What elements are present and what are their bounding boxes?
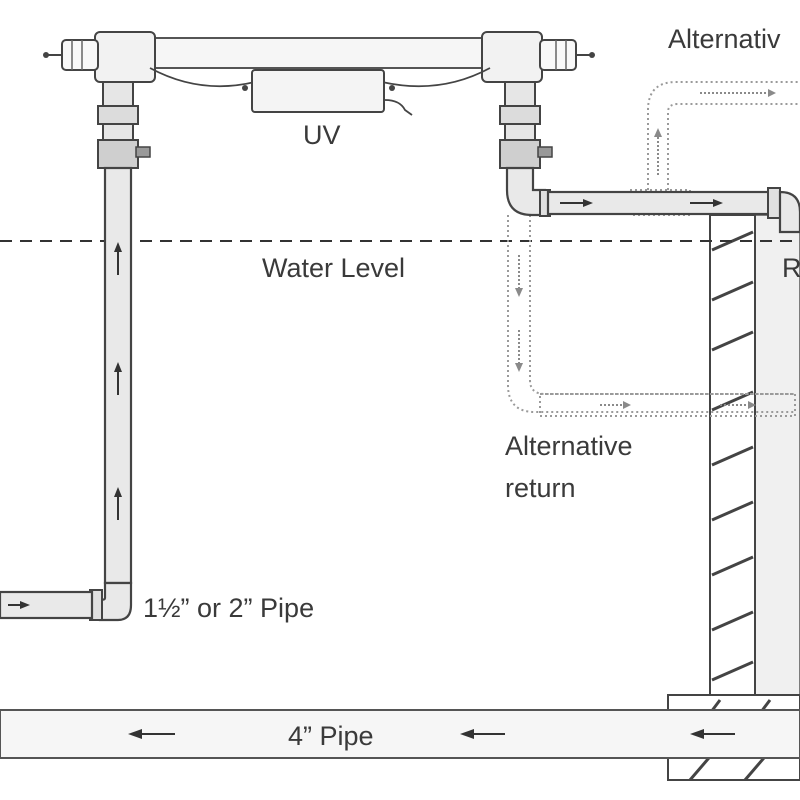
label-alternative-top: Alternativ bbox=[668, 24, 781, 54]
label-uv: UV bbox=[303, 120, 341, 150]
main-4in-pipe bbox=[0, 709, 800, 759]
uv-ballast-box bbox=[251, 69, 385, 113]
label-small-pipe: 1½” or 2” Pipe bbox=[143, 593, 314, 623]
label-alternative-return-line2: return bbox=[505, 473, 576, 503]
label-right-cut: R bbox=[782, 253, 800, 283]
alternative-return-route bbox=[507, 215, 796, 417]
tank-wall bbox=[667, 214, 800, 781]
inlet-pipe-assembly bbox=[0, 81, 151, 622]
inlet-valve bbox=[97, 139, 139, 169]
outlet-pipe-assembly bbox=[499, 81, 800, 234]
label-alternative-return-line1: Alternative bbox=[505, 431, 633, 461]
outlet-valve bbox=[499, 139, 541, 169]
label-water-level: Water Level bbox=[262, 253, 405, 283]
label-4in-pipe: 4” Pipe bbox=[288, 721, 374, 751]
uv-unit bbox=[43, 31, 595, 116]
